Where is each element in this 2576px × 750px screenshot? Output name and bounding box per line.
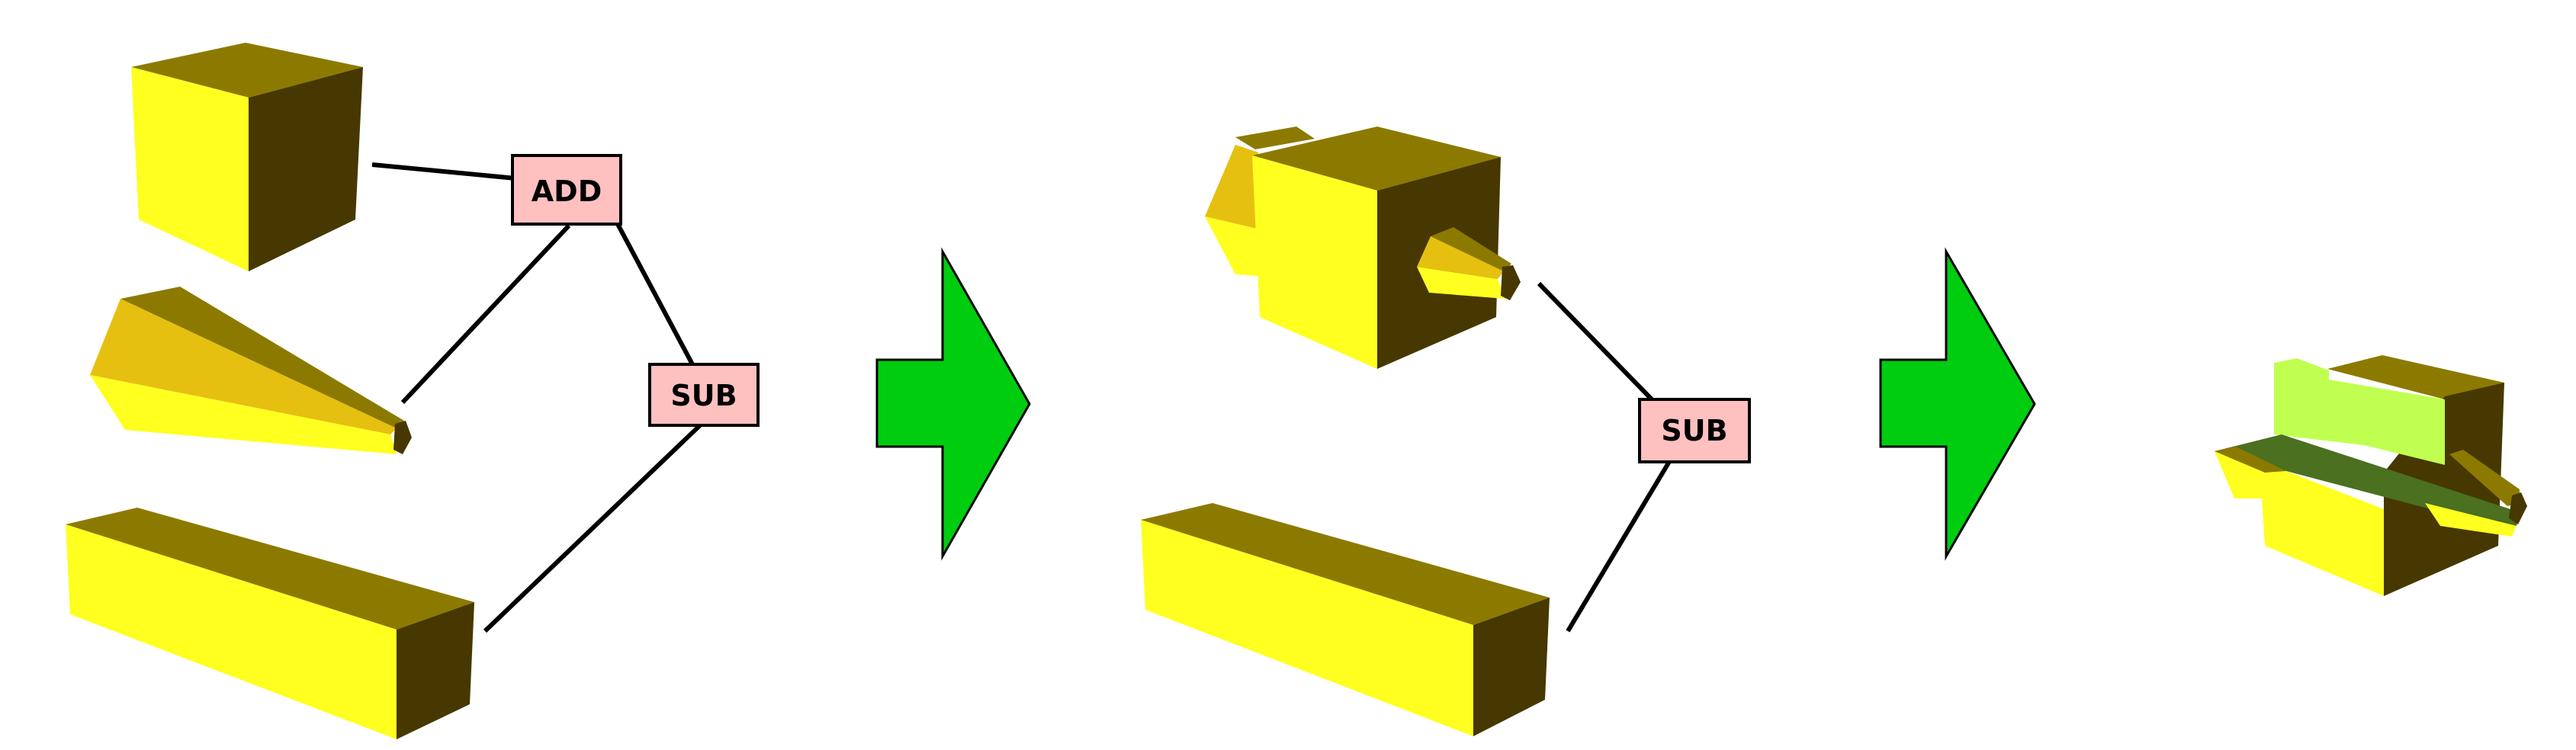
union-cube-front — [1252, 155, 1377, 369]
edge-cube-to-add — [371, 162, 516, 181]
stage-1-inputs: ADD SUB — [66, 43, 760, 739]
union-cone-tip-lower — [1417, 267, 1505, 299]
edge-union-to-sub — [1537, 281, 1656, 403]
result-front-face — [2274, 358, 2445, 465]
sub-node-1: SUB — [648, 363, 760, 427]
result-shape — [2215, 355, 2527, 596]
box-side-face — [397, 602, 474, 739]
wedge-lower-face — [90, 375, 397, 454]
sub-node-1-label: SUB — [670, 379, 737, 412]
edge-box-to-sub — [483, 423, 702, 633]
box-front-face — [66, 524, 397, 739]
result-right-shelf — [2425, 503, 2517, 537]
sub-node-2: SUB — [1638, 398, 1751, 463]
sub-node-2-label: SUB — [1661, 414, 1727, 447]
sub-node-2-box — [1638, 398, 1751, 463]
result-cube-top — [2327, 355, 2504, 399]
transition-arrow-1 — [875, 247, 1031, 561]
box2-side-face — [1473, 598, 1550, 736]
cube-side-face — [249, 67, 363, 271]
result-lower-front — [2215, 451, 2384, 596]
box2-top-face — [1141, 503, 1550, 625]
cube-front-face — [131, 67, 249, 271]
union-cone-back-lower — [1205, 216, 1258, 276]
edge-add-to-sub — [615, 223, 695, 366]
add-node-box — [511, 154, 622, 226]
union-cone-back-top — [1235, 127, 1315, 149]
union-cone-tip-upper — [1417, 236, 1504, 279]
wedge-tip-face — [393, 421, 412, 454]
result-groove-face — [2215, 434, 2520, 526]
wedge-primitive — [90, 287, 412, 454]
wedge-upper-face — [90, 299, 397, 434]
union-cone-tip-face — [1501, 265, 1521, 300]
result-tip-face — [2509, 492, 2527, 524]
long-box-primitive-2 — [1141, 503, 1550, 736]
stage-2-intermediate: SUB — [1141, 127, 1751, 736]
add-node: ADD — [511, 154, 622, 226]
transition-arrow-2 — [1879, 247, 2036, 561]
result-tip-dark — [2449, 450, 2520, 506]
result-slot-top — [2215, 447, 2286, 473]
sub-node-1-box — [648, 363, 760, 427]
union-cone-tip-top — [1431, 227, 1511, 271]
wedge-top-face — [120, 287, 404, 428]
union-cone-back-upper — [1205, 145, 1258, 229]
edge-wedge-to-add — [400, 223, 571, 405]
box2-front-face — [1141, 520, 1473, 736]
stage-3-result — [2215, 355, 2527, 596]
long-box-primitive — [66, 508, 474, 739]
edge-box-to-sub-2 — [1566, 459, 1672, 633]
cube-primitive — [131, 43, 363, 271]
cube-top-face — [131, 43, 363, 98]
add-node-label: ADD — [532, 175, 602, 208]
union-shape — [1205, 127, 1521, 369]
union-cube-top — [1252, 127, 1501, 191]
box-top-face — [66, 508, 474, 630]
